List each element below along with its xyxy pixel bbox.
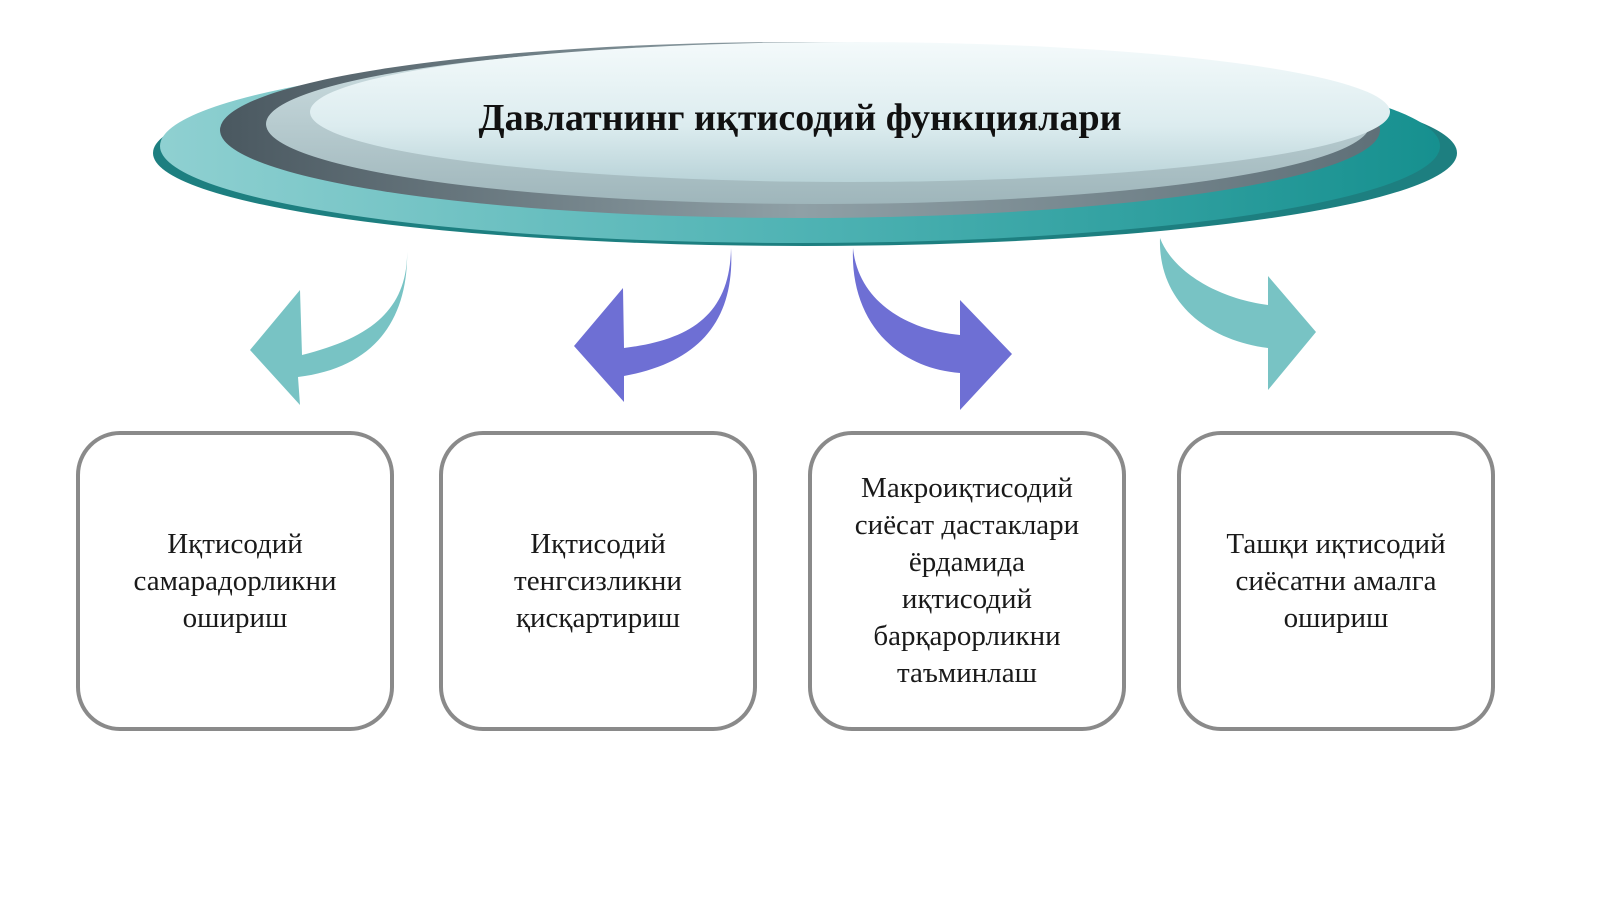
ellipse-inner (310, 42, 1390, 182)
title-ellipse (153, 42, 1457, 246)
arrow-3-icon (852, 248, 1012, 410)
function-box-efficiency: Иқтисодий самарадорликни ошириш (76, 431, 394, 731)
function-box-text: Иқтисодий самарадорликни ошириш (133, 527, 337, 634)
diagram-title: Давлатнинг иқтисодий функциялари (478, 97, 1122, 139)
function-box-inequality: Иқтисодий тенгсизликни қисқартириш (439, 431, 757, 731)
function-box-stability: Макроиқтисодий сиёсат дастаклари ёрдамид… (808, 431, 1126, 731)
arrow-4-icon (1159, 238, 1316, 390)
function-box-foreign-policy: Ташқи иқтисодий сиёсатни амалга ошириш (1177, 431, 1495, 731)
function-box-text: Иқтисодий тенгсизликни қисқартириш (514, 527, 682, 634)
arrow-2-icon (574, 248, 732, 402)
function-box-text: Макроиқтисодий сиёсат дастаклари ёрдамид… (854, 472, 1080, 689)
function-box-text: Ташқи иқтисодий сиёсатни амалга ошириш (1226, 527, 1446, 634)
arrow-1-icon (250, 245, 408, 405)
